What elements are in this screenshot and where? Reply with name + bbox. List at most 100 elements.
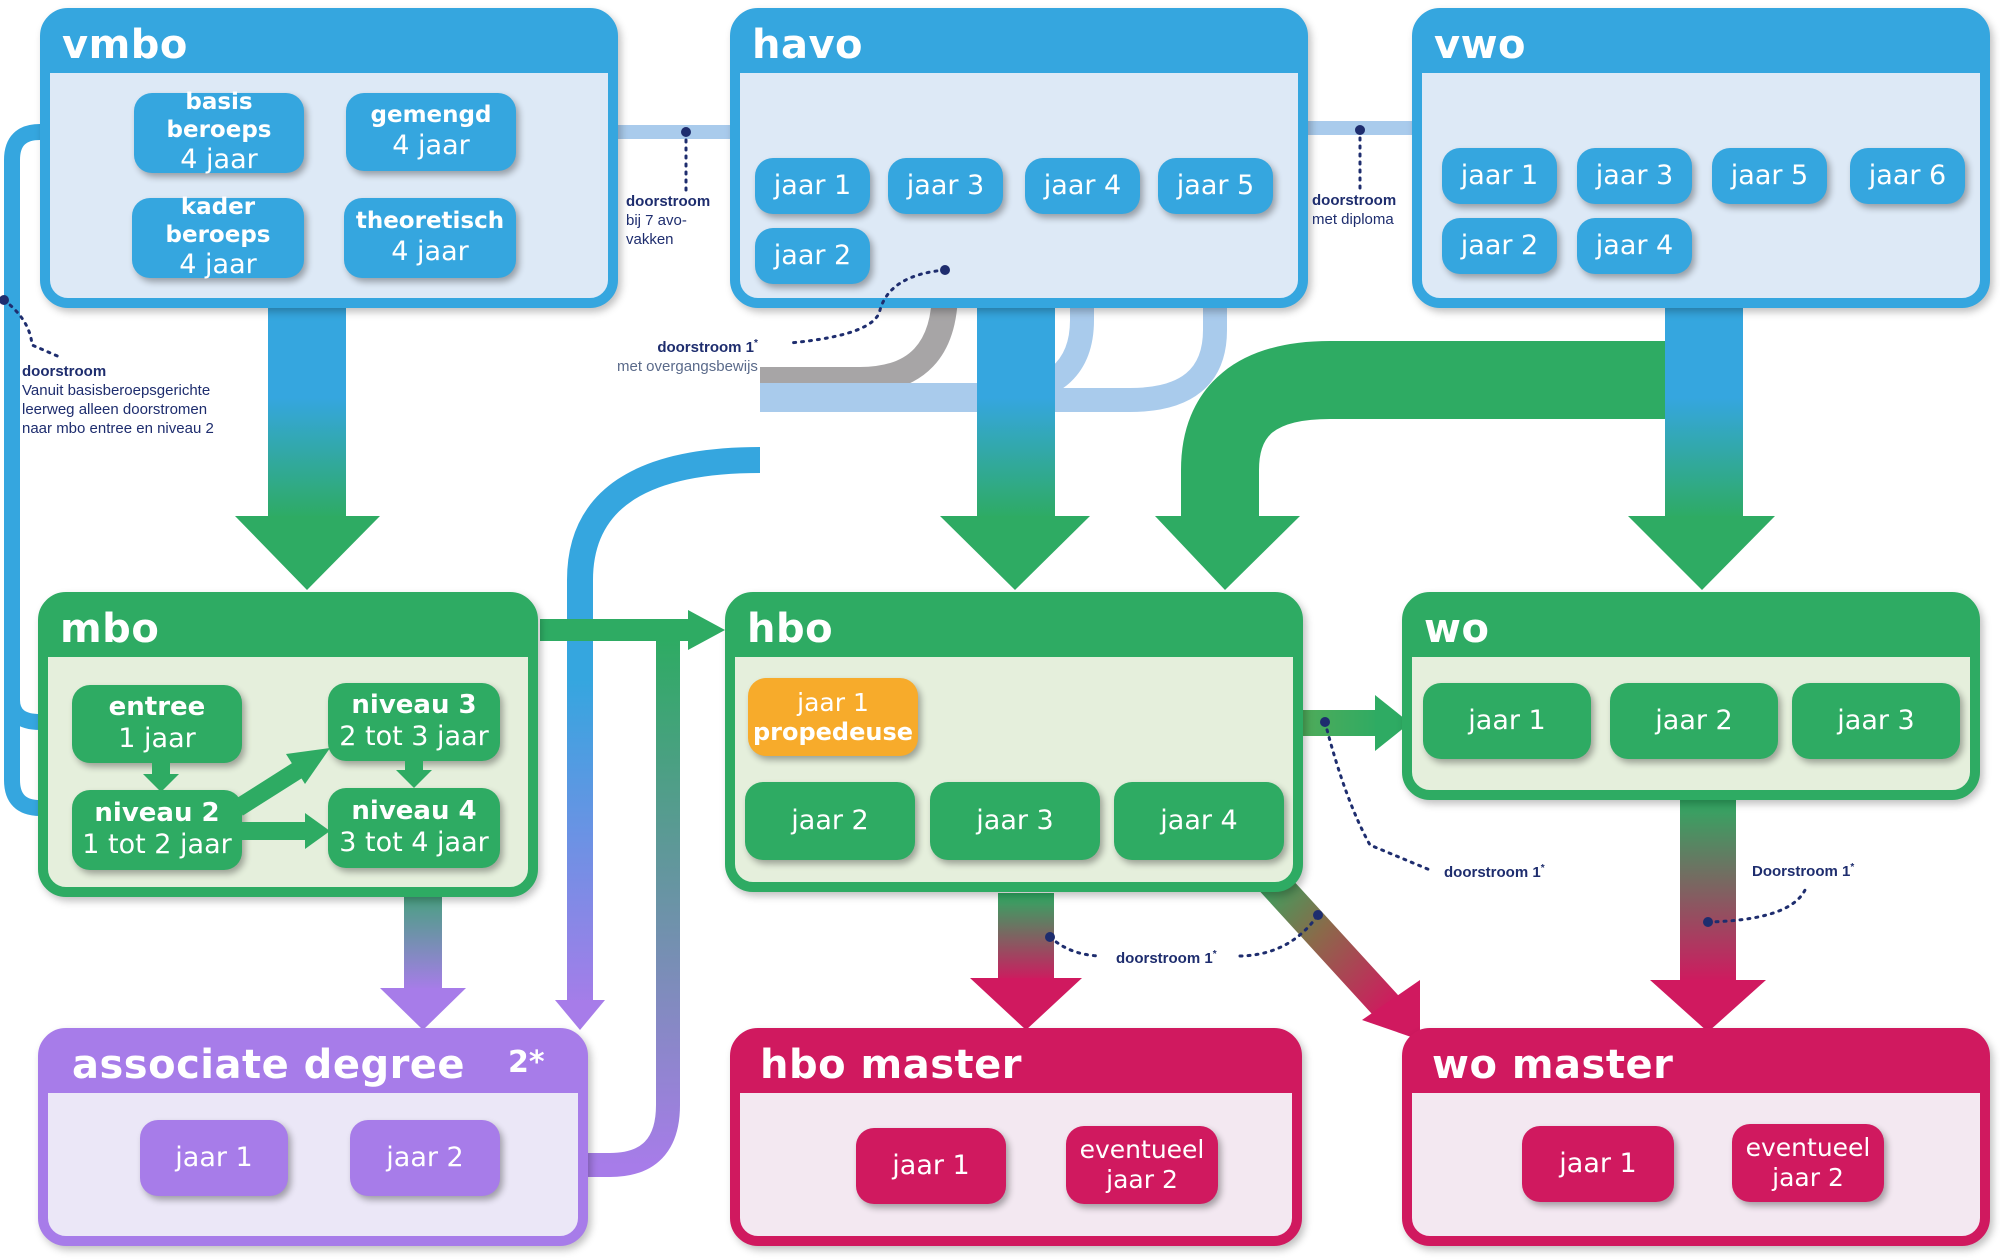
track-duration: 4 jaar [180,144,258,176]
mbo-niveau-2: niveau 2 1 tot 2 jaar [72,790,242,870]
annotation-line: met diploma [1312,211,1394,228]
year-label: jaar 1 [1460,159,1539,191]
year-label: jaar 4 [1160,804,1238,836]
havo-jaar-1: jaar 1 [755,158,870,214]
year-label: jaar 2 [773,239,852,271]
associate-degree-title: associate degree [72,1042,466,1088]
level-duration: 1 tot 2 jaar [82,829,232,861]
annotation-line: vakken [626,231,674,248]
optional-line-2: jaar 2 [1772,1163,1844,1192]
annotation-wo-master: Doorstroom 1* [1752,858,1854,881]
annotation-title: doorstroom 1 [657,339,754,356]
propedeuse-label: propedeuse [752,717,914,746]
vmbo-gemengd: gemengd 4 jaar [346,93,516,171]
vwo-header: vwo [1422,18,1980,73]
level-name: entree [108,692,206,723]
havo-jaar-4: jaar 4 [1025,158,1140,214]
year-label: jaar 3 [1595,159,1674,191]
level-duration: 3 tot 4 jaar [339,827,489,859]
vmbo-kader-beroeps: kader beroeps 4 jaar [132,194,304,281]
wo-master-title: wo master [1432,1042,1674,1088]
vwo-jaar-2: jaar 2 [1442,218,1557,274]
annotation-sup: * [1540,863,1545,874]
hbo-jaar-3: jaar 3 [930,782,1100,860]
track-duration: 4 jaar [392,129,470,161]
hbo-header: hbo [735,602,1293,657]
annotation-title: doorstroom [22,363,107,380]
wo-master-eventueel-jaar-2: eventueel jaar 2 [1732,1124,1884,1202]
optional-line-2: jaar 2 [1106,1165,1178,1194]
track-duration: 4 jaar [179,249,257,281]
vwo-title: vwo [1434,22,1527,68]
ad-jaar-2: jaar 2 [350,1120,500,1196]
hbo-master-header: hbo master [740,1038,1292,1093]
annotation-title: doorstroom 1 [1444,864,1541,881]
level-name: niveau 2 [94,798,220,829]
annotation-vmbo-doorstroom: doorstroom Vanuit basisberoepsgerichte l… [22,362,214,438]
year-label: jaar 3 [906,169,985,201]
year-label: jaar 1 [1559,1147,1637,1179]
year-label: jaar 2 [1460,229,1539,261]
annotation-hbo-wo: doorstroom 1* [1444,859,1545,882]
annotation-vmbo-havo: doorstroom bij 7 avo- vakken [626,192,710,249]
annotation-havo-vwo: doorstroom met diploma [1312,191,1396,229]
track-name: theoretisch [355,208,505,234]
mbo-niveau-4: niveau 4 3 tot 4 jaar [328,788,500,868]
level-name: niveau 4 [351,796,477,827]
vmbo-title: vmbo [62,22,188,68]
annotation-title: doorstroom [626,193,711,210]
annotation-line: leerweg alleen doorstromen [22,401,208,418]
wo-jaar-3: jaar 3 [1792,683,1960,759]
vwo-jaar-3: jaar 3 [1577,148,1692,204]
mbo-entree: entree 1 jaar [72,685,242,763]
annotation-line: naar mbo entree en niveau 2 [22,420,214,437]
hbo-jaar-4: jaar 4 [1114,782,1284,860]
hbo-jaar-2: jaar 2 [745,782,915,860]
hbo-master-jaar-1: jaar 1 [856,1128,1006,1204]
havo-jaar-3: jaar 3 [888,158,1003,214]
year-label: jaar 4 [1043,169,1122,201]
associate-degree-panel: associate degree [38,1028,588,1246]
annotation-sup: * [1850,862,1855,873]
wo-header: wo [1412,602,1970,657]
year-label: jaar 1 [175,1141,253,1173]
hbo-title: hbo [747,606,834,652]
associate-degree-badge: 2* [508,1045,545,1080]
annotation-line: met overgangsbewijs [617,358,758,375]
year-label: jaar 2 [1655,704,1733,736]
propedeuse-year: jaar 1 [797,687,869,717]
year-label: jaar 5 [1730,159,1809,191]
track-name: basis beroeps [166,89,272,143]
year-label: jaar 1 [773,169,852,201]
year-label: jaar 3 [976,804,1054,836]
year-label: jaar 2 [386,1141,464,1173]
year-label: jaar 1 [892,1149,970,1181]
mbo-title: mbo [60,606,160,652]
year-label: jaar 6 [1868,159,1947,191]
wo-jaar-2: jaar 2 [1610,683,1778,759]
hbo-master-eventueel-jaar-2: eventueel jaar 2 [1066,1126,1218,1204]
annotation-title: Doorstroom 1 [1752,863,1851,880]
level-duration: 2 tot 3 jaar [339,721,489,753]
wo-title: wo [1424,606,1490,652]
optional-line-1: eventueel [1745,1133,1871,1162]
havo-title: havo [752,22,864,68]
year-label: jaar 1 [1468,704,1546,736]
havo-jaar-5: jaar 5 [1158,158,1273,214]
annotation-sup: * [1212,949,1217,960]
havo-jaar-2: jaar 2 [755,228,870,284]
vmbo-basis-beroeps: basis beroeps 4 jaar [134,89,304,176]
year-label: jaar 4 [1595,229,1674,261]
track-duration: 4 jaar [391,235,469,267]
track-name: gemengd [370,102,492,128]
annotation-hbo-master: doorstroom 1* [1116,945,1217,968]
vwo-jaar-5: jaar 5 [1712,148,1827,204]
level-name: niveau 3 [351,690,477,721]
mbo-header: mbo [48,602,528,657]
vmbo-theoretisch: theoretisch 4 jaar [344,198,516,278]
associate-degree-header: associate degree [48,1038,578,1093]
wo-master-header: wo master [1412,1038,1980,1093]
wo-master-panel: wo master [1402,1028,1990,1246]
annotation-title: doorstroom 1 [1116,950,1213,967]
year-label: jaar 3 [1837,704,1915,736]
